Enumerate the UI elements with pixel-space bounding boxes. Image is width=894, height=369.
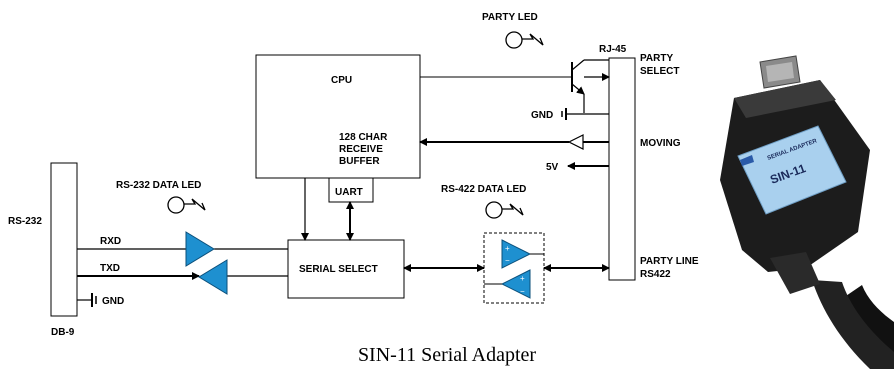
svg-text:−: − xyxy=(505,256,510,265)
rs422-transceiver-box xyxy=(483,232,545,304)
svg-text:+: + xyxy=(520,274,525,283)
svg-text:+: + xyxy=(505,244,510,253)
rxd-label: RXD xyxy=(100,236,121,247)
buffer-label-3: BUFFER xyxy=(339,156,380,167)
serial-select-label: SERIAL SELECT xyxy=(299,264,378,275)
party-led-label: PARTY LED xyxy=(482,12,538,23)
txd-label: TXD xyxy=(100,263,120,274)
rxd-buffer xyxy=(185,231,215,267)
buffer-label-2: RECEIVE xyxy=(339,144,383,155)
moving-label: MOVING xyxy=(640,138,681,149)
party-select-label-1: PARTY xyxy=(640,53,673,64)
rs422-led-icon xyxy=(485,201,524,219)
rj45-label: RJ-45 xyxy=(599,44,627,55)
party-select-label-2: SELECT xyxy=(640,66,679,77)
rj45-connector xyxy=(608,57,636,281)
rs422-led-label: RS-422 DATA LED xyxy=(441,184,526,195)
buffer-label-1: 128 CHAR xyxy=(339,132,388,143)
sin11-device-image: SERIAL ADAPTER SIN-11 xyxy=(720,55,894,369)
party-led-icon xyxy=(505,31,544,49)
gnd-cpu-label: GND xyxy=(531,110,553,121)
cpu-label: CPU xyxy=(331,75,352,86)
gnd-db9-label: GND xyxy=(102,296,124,307)
rs422-receiver xyxy=(500,269,531,299)
rs232-label: RS-232 xyxy=(8,216,42,227)
party-line-label-1: PARTY LINE xyxy=(640,256,699,267)
figure-caption: SIN-11 Serial Adapter xyxy=(358,344,536,366)
five-v-label: 5V xyxy=(546,162,559,173)
uart-block xyxy=(328,177,374,203)
uart-label: UART xyxy=(335,187,363,198)
serial-select-block xyxy=(287,239,405,299)
rs422-driver xyxy=(501,239,532,269)
db9-connector xyxy=(50,162,78,317)
svg-text:−: − xyxy=(520,287,525,296)
rs232-led-icon xyxy=(167,196,206,214)
txd-buffer xyxy=(198,259,228,295)
rs232-led-label: RS-232 DATA LED xyxy=(116,180,201,191)
party-line-label-2: RS422 xyxy=(640,269,671,280)
db9-label: DB-9 xyxy=(51,327,75,338)
cpu-block xyxy=(255,54,421,179)
